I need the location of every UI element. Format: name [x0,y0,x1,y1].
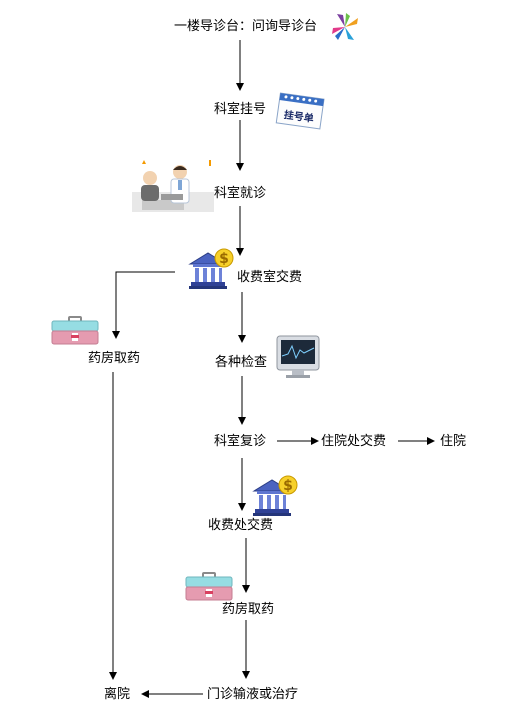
arrow-payment-to-pharmacy [112,271,175,339]
node-revisit: 科室复诊 [214,434,267,449]
node-hospitalization: 住院 [440,434,467,449]
node-payment-office: 收费室交费 [237,270,303,285]
registration-card-icon: 挂号单 [272,90,328,134]
node-consultation: 科室就诊 [214,186,267,201]
node-examinations: 各种检查 [215,355,268,370]
medical-kit-icon [185,572,233,601]
bank-payment-icon: $ [252,475,298,516]
node-outpatient-treatment: 门诊输液或治疗 [207,687,299,702]
dollar-symbol: $ [283,478,293,494]
doctor-consultation-icon [132,160,214,212]
pinwheel-logo-icon [332,13,358,40]
dollar-symbol: $ [219,251,229,267]
bank-payment-icon: $ [188,248,234,289]
node-registration: 科室挂号 [214,102,267,117]
node-payment-desk: 收费处交费 [208,518,274,533]
node-discharge: 离院 [104,687,131,702]
medical-kit-icon [51,316,99,345]
node-pharmacy-left: 药房取药 [88,351,141,366]
monitor-icon [276,335,320,378]
node-pharmacy-center: 药房取药 [222,602,275,617]
node-reception: 一楼导诊台：问询导诊台 [174,19,318,34]
node-inpatient-payment: 住院处交费 [321,434,387,449]
